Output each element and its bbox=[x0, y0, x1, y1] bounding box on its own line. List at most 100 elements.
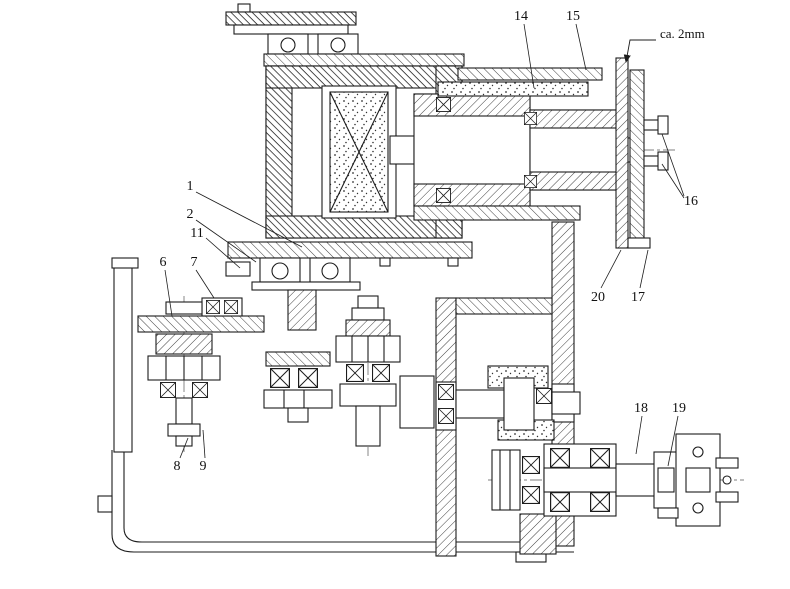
saddle-plate bbox=[227, 241, 473, 259]
leader-9 bbox=[202, 429, 206, 459]
mid-shaft-bearing-2 bbox=[438, 408, 454, 424]
roller-left bbox=[280, 37, 296, 53]
left-shaft-nut bbox=[167, 423, 201, 437]
part-label-1: 1 bbox=[187, 179, 194, 194]
bracket-hole-lower bbox=[692, 502, 704, 514]
part-label-19: 19 bbox=[672, 401, 686, 416]
dimension-annotation: ca. 2mm bbox=[660, 26, 705, 41]
mid-shaft-gear bbox=[503, 377, 535, 431]
left-shaft-bearing-1 bbox=[159, 382, 177, 398]
motor-frame-left bbox=[265, 65, 293, 239]
top-bearing-right bbox=[223, 300, 239, 314]
leader-16b bbox=[661, 163, 685, 199]
bracket-pin bbox=[722, 475, 732, 485]
spindle-mid-top-band bbox=[529, 109, 623, 129]
spindle-bearing-3 bbox=[524, 111, 537, 126]
leader-17 bbox=[639, 249, 649, 289]
leader-16a bbox=[661, 133, 685, 197]
leader-18 bbox=[635, 415, 643, 455]
motor-frame-top bbox=[265, 65, 463, 89]
mid-shaft-bearing-3 bbox=[535, 388, 553, 404]
bracket-bar-lower bbox=[233, 24, 349, 35]
cluster-gear bbox=[263, 389, 333, 409]
part-label-14: 14 bbox=[514, 9, 528, 24]
leader-2 bbox=[195, 219, 257, 263]
central-shaft-lower bbox=[355, 405, 381, 447]
saddle-base-rail bbox=[251, 281, 361, 291]
left-shaft-lower bbox=[175, 397, 193, 425]
spindle-large-bottom-band bbox=[413, 183, 531, 207]
housing-left-wall bbox=[113, 265, 133, 453]
housing-floor-outer bbox=[111, 450, 574, 553]
gearbox-top-right-cover bbox=[455, 297, 553, 315]
spindle-lower-plate bbox=[413, 205, 581, 221]
output-pedestal bbox=[519, 513, 557, 555]
cluster-cap bbox=[265, 351, 331, 367]
output-bearing-b4 bbox=[589, 492, 611, 512]
saddle-roller-right bbox=[321, 262, 339, 280]
gearbox-top-left-cover bbox=[137, 315, 265, 333]
output-shaft-assembly bbox=[491, 433, 739, 555]
dimension-leader bbox=[623, 39, 656, 63]
motor-top-plate bbox=[263, 53, 465, 67]
flange-bolt-upper-head bbox=[657, 115, 669, 135]
saddle-stop-block bbox=[225, 261, 251, 277]
saddle-bolt-1 bbox=[379, 257, 391, 267]
bracket-slot bbox=[685, 467, 711, 493]
central-gear-small bbox=[339, 383, 397, 407]
central-bearing-1 bbox=[346, 364, 364, 382]
saddle-support-post bbox=[287, 289, 317, 331]
part-label-18: 18 bbox=[634, 401, 648, 416]
bracket-hole-upper bbox=[692, 446, 704, 458]
output-bearing-b2 bbox=[549, 492, 571, 512]
spindle-bearing-4 bbox=[524, 174, 537, 189]
cluster-bearing-2 bbox=[298, 368, 318, 388]
part-label-2: 2 bbox=[187, 207, 194, 222]
bracket-bolt bbox=[237, 3, 251, 13]
output-bearing-a2 bbox=[521, 486, 541, 504]
saddle-bolt-2 bbox=[447, 257, 459, 267]
roller-right bbox=[330, 37, 346, 53]
leader-7 bbox=[195, 269, 215, 299]
bracket-prong-upper bbox=[715, 457, 739, 469]
spindle-assembly bbox=[413, 67, 641, 221]
leader-11 bbox=[205, 237, 241, 269]
output-bearing-b1 bbox=[549, 448, 571, 468]
leader-19 bbox=[667, 415, 679, 467]
output-coupling-bore bbox=[657, 467, 675, 493]
output-bearing-b3 bbox=[589, 448, 611, 468]
saddle-assembly bbox=[225, 241, 473, 331]
output-gear bbox=[491, 449, 521, 511]
part-label-15: 15 bbox=[566, 9, 580, 24]
part-label-7: 7 bbox=[191, 255, 198, 270]
mid-shaft-section bbox=[455, 389, 505, 419]
housing-left-foot bbox=[97, 495, 113, 513]
leader-20 bbox=[600, 249, 622, 289]
output-shaft-section bbox=[615, 463, 657, 497]
mid-shaft-wall-pass bbox=[551, 391, 581, 415]
dimension-annotation-group: ca. 2mm bbox=[623, 26, 705, 63]
central-collar bbox=[345, 319, 391, 337]
leader-14 bbox=[523, 23, 535, 89]
leader-15 bbox=[575, 23, 587, 71]
cluster-shaft-tip bbox=[287, 407, 309, 423]
output-bearing-a1 bbox=[521, 456, 541, 474]
center-left-cluster bbox=[263, 351, 333, 423]
left-shaft-cap bbox=[165, 301, 203, 315]
mid-horizontal-shaft bbox=[399, 375, 581, 431]
spindle-bearing-1 bbox=[436, 96, 451, 113]
flange-plate-outer bbox=[629, 69, 645, 239]
central-bearing-2 bbox=[372, 364, 390, 382]
top-bearing-left bbox=[205, 300, 221, 314]
spindle-mid-bottom-band bbox=[529, 171, 623, 191]
left-shaft-cluster bbox=[147, 301, 221, 447]
bracket-bar-upper bbox=[225, 11, 357, 26]
central-gear-stack bbox=[335, 295, 401, 447]
central-cap bbox=[351, 307, 385, 321]
part-label-6: 6 bbox=[160, 255, 167, 270]
left-shaft-bolt-tip bbox=[175, 435, 193, 447]
bracket-prong-lower bbox=[715, 491, 739, 503]
cluster-bearing-1 bbox=[270, 368, 290, 388]
mid-shaft-hub bbox=[399, 375, 435, 429]
